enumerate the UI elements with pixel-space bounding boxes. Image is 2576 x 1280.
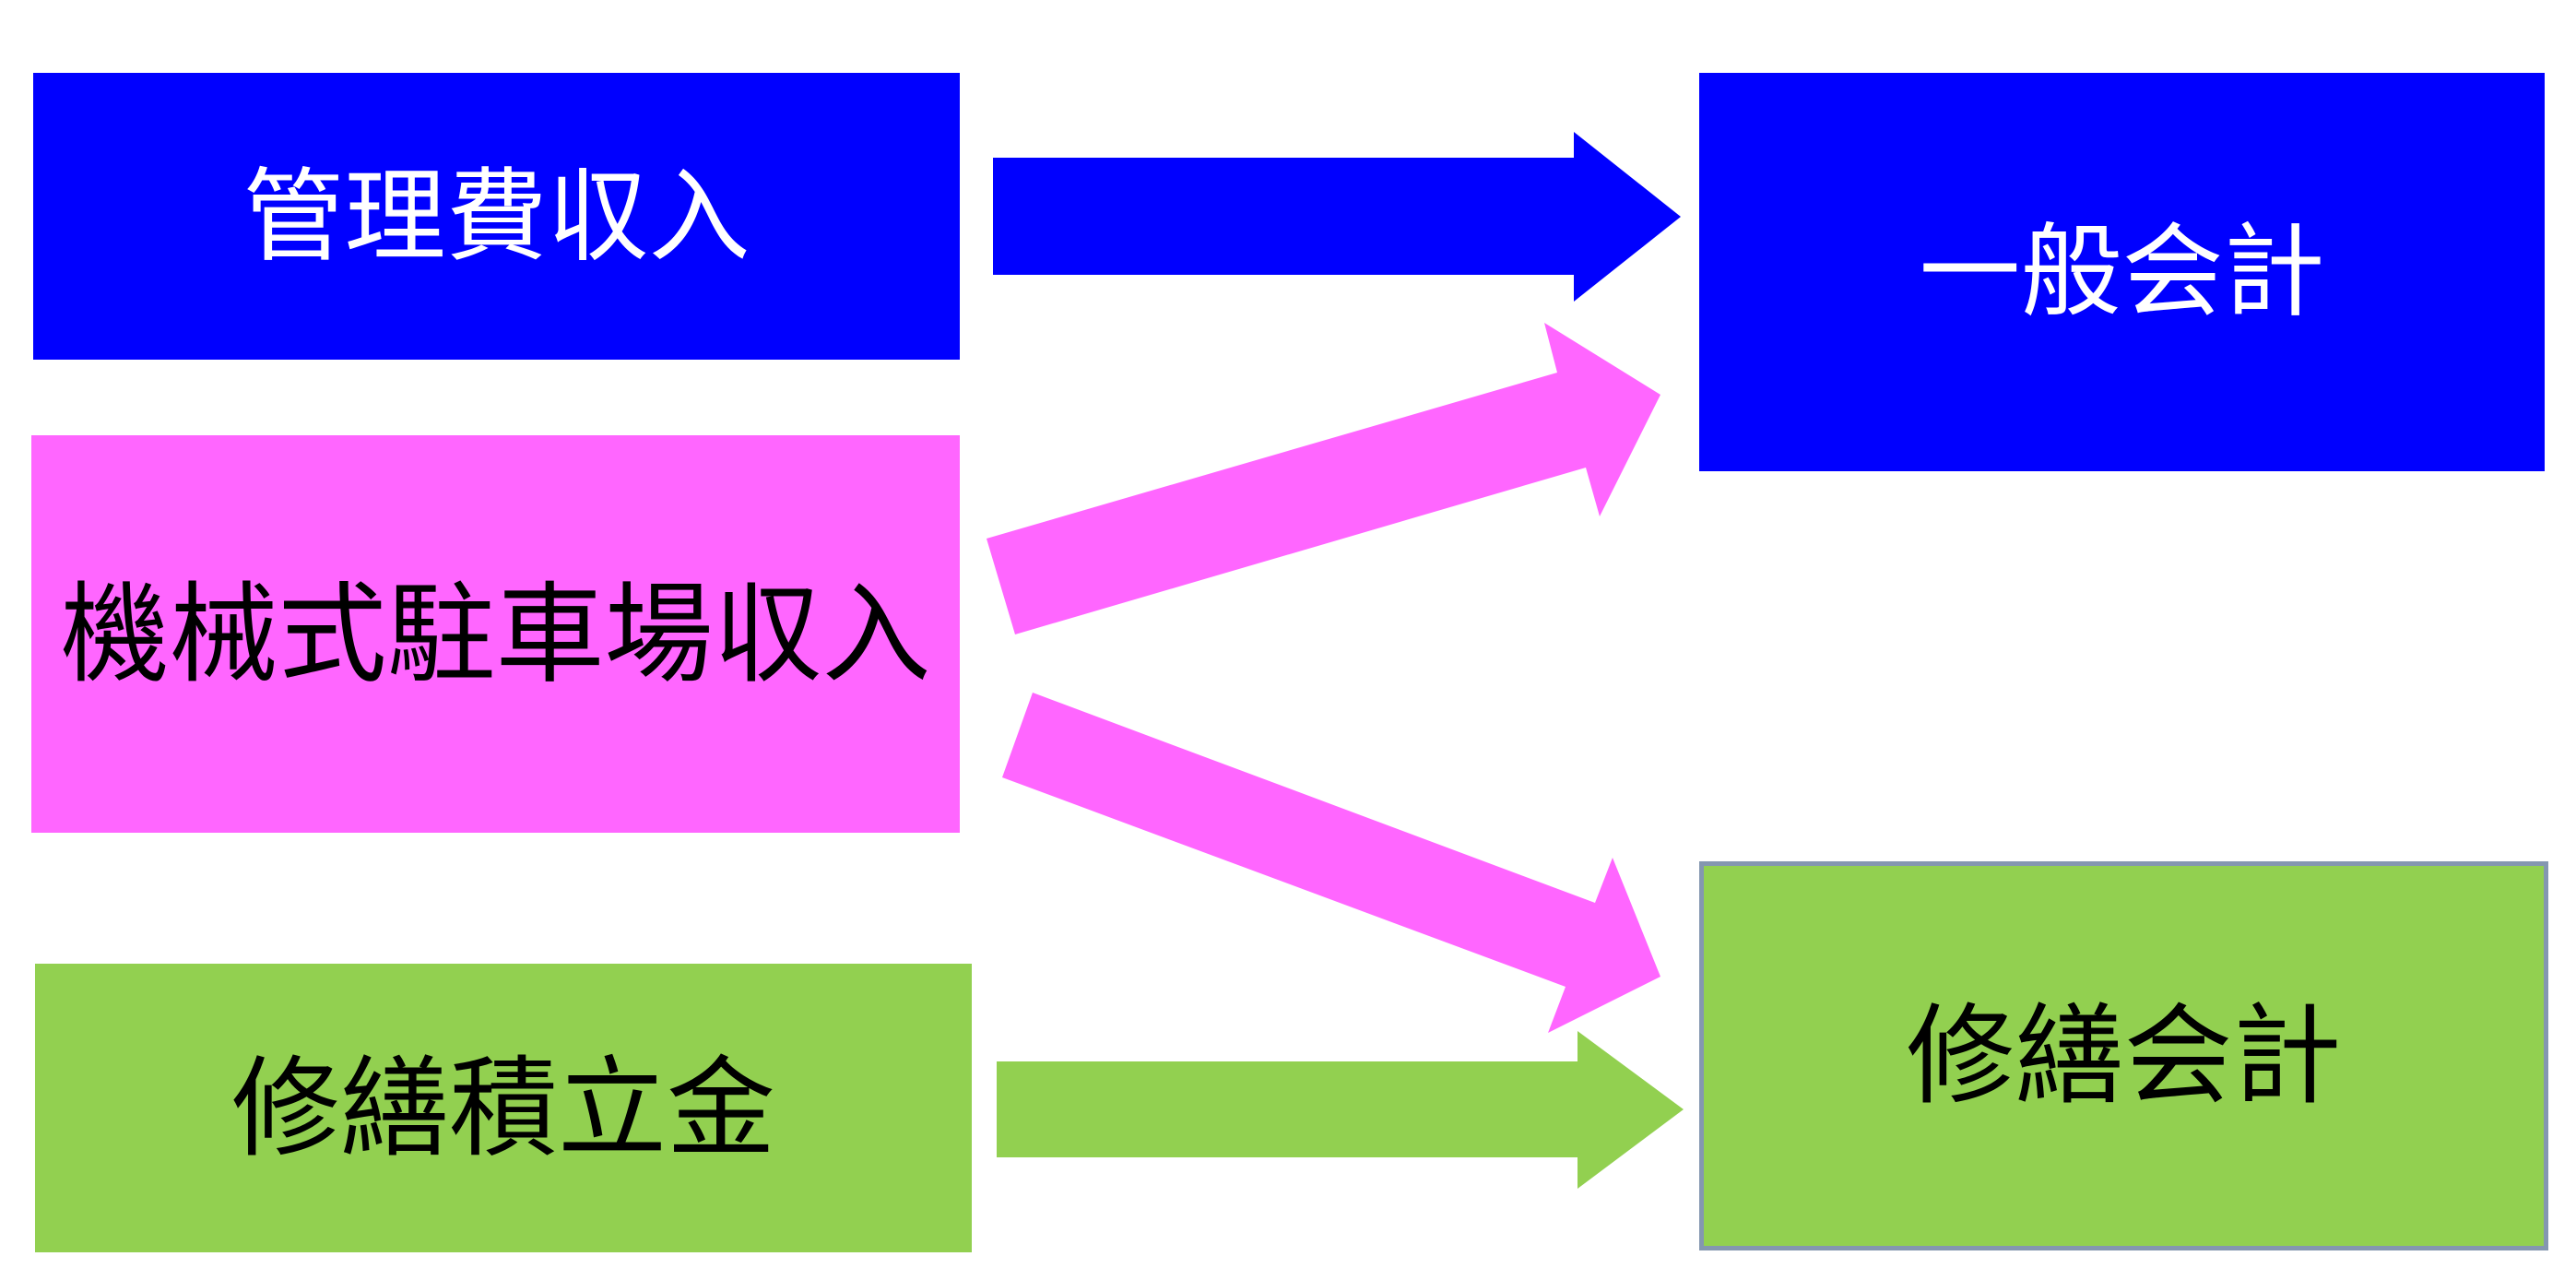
target-box-shuzen-kaikei: 修繕会計 bbox=[1699, 861, 2548, 1250]
source-box-shuzen-tsumitate: 修繕積立金 bbox=[35, 964, 972, 1252]
target-label-shuzen-kaikei: 修繕会計 bbox=[1906, 992, 2342, 1120]
source-box-kikaishiki: 機械式駐車場収入 bbox=[31, 435, 960, 833]
target-label-ippan: 一般会計 bbox=[1919, 213, 2325, 331]
source-label-shuzen-tsumitate: 修繕積立金 bbox=[230, 1044, 775, 1172]
target-box-ippan: 一般会計 bbox=[1699, 73, 2545, 471]
source-label-kanrihi: 管理費収入 bbox=[242, 157, 750, 276]
arrow-kikaishiki-to-shuzen-kaikei bbox=[1002, 693, 1660, 1033]
source-label-kikaishiki: 機械式駐車場収入 bbox=[60, 570, 931, 698]
arrow-kanrihi-to-ippan bbox=[993, 132, 1681, 302]
source-box-kanrihi: 管理費収入 bbox=[33, 73, 960, 360]
arrow-kikaishiki-to-ippan bbox=[987, 323, 1660, 634]
arrow-shuzen-tsumitate-to-shuzen-kaikei bbox=[997, 1031, 1684, 1189]
